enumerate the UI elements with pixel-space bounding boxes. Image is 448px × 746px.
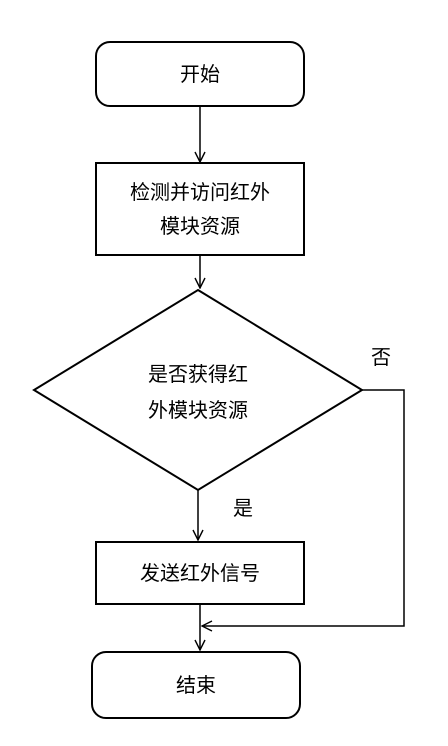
detect-label-line-1: 检测并访问红外 — [130, 180, 270, 204]
send-node — [95, 541, 305, 605]
detect-label-line-2: 模块资源 — [160, 214, 240, 238]
yes-edge-label: 是 — [233, 496, 253, 520]
end-label: 结束 — [176, 673, 216, 697]
decision-label-line-2: 外模块资源 — [148, 398, 248, 422]
detect-node — [95, 162, 305, 256]
no-edge-label: 否 — [371, 345, 391, 369]
decision-label-line-1: 是否获得红 — [148, 362, 248, 386]
edge-no — [202, 389, 405, 626]
decision-node — [32, 288, 364, 492]
start-label: 开始 — [180, 62, 220, 86]
end-node — [91, 651, 301, 719]
send-label: 发送红外信号 — [140, 561, 260, 585]
